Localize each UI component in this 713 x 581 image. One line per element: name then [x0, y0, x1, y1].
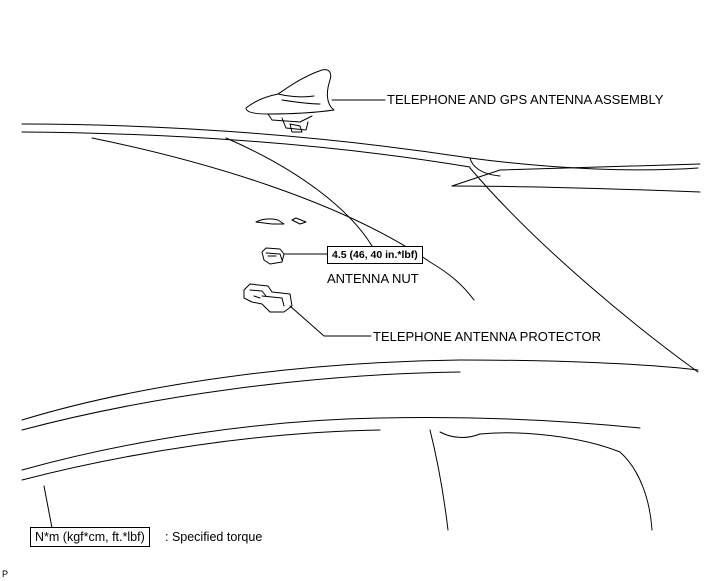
clip-parts-icon	[255, 217, 307, 225]
vehicle-roof-outline	[21, 123, 701, 373]
legend-description: : Specified torque	[165, 530, 263, 544]
vehicle-lower-outline	[21, 359, 699, 531]
antenna-protector-icon	[243, 283, 293, 313]
shark-fin-antenna-icon	[245, 69, 335, 133]
leader-lines	[283, 99, 386, 337]
antenna-nut-icon	[261, 247, 285, 265]
figure-code: P	[2, 569, 9, 579]
torque-spec-box: 4.5 (46, 40 in.*lbf)	[327, 246, 423, 264]
leader-antenna-protector	[289, 305, 372, 337]
label-antenna-nut: ANTENNA NUT	[327, 271, 419, 286]
legend-torque-units-box: N*m (kgf*cm, ft.*lbf)	[30, 527, 150, 547]
label-antenna-assembly: TELEPHONE AND GPS ANTENNA ASSEMBLY	[387, 92, 664, 107]
label-antenna-protector: TELEPHONE ANTENNA PROTECTOR	[373, 329, 602, 344]
